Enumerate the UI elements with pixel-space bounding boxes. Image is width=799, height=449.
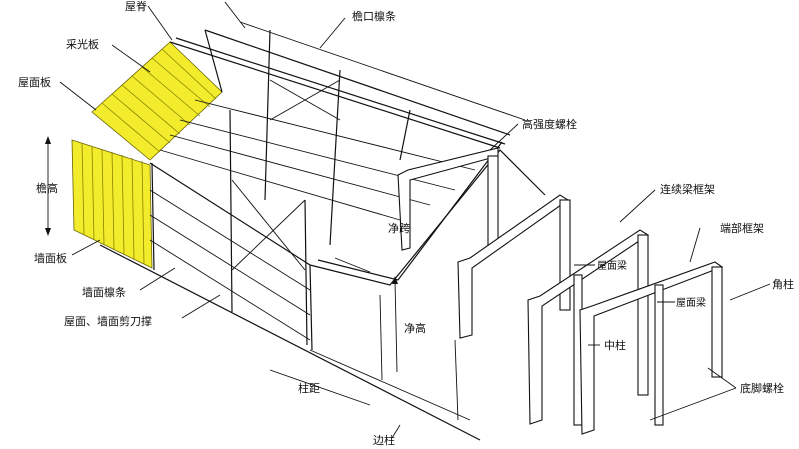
label-skylight: 采光板	[66, 37, 99, 51]
label-roof-beam-1: 屋面梁	[597, 259, 627, 272]
label-clear-span: 净跨	[388, 221, 410, 235]
yellow-panels	[71, 41, 223, 269]
panel-ribs	[81, 48, 217, 265]
label-anchor-bolt: 底脚螺栓	[740, 381, 784, 395]
label-corner-column: 角柱	[772, 277, 794, 291]
label-middle-column: 中柱	[604, 338, 626, 352]
label-eave-purlin: 檐口檩条	[352, 9, 396, 23]
label-continuous-frame: 连续梁框架	[660, 182, 715, 196]
dimension-lines	[45, 136, 398, 406]
label-end-frame: 端部框架	[720, 221, 764, 235]
portal-frames	[379, 147, 724, 435]
label-clear-height: 净高	[404, 321, 426, 335]
label-bay-spacing: 柱距	[298, 381, 320, 395]
label-side-column: 边柱	[373, 433, 395, 447]
label-ridge: 屋脊	[125, 0, 147, 13]
leader-lines	[59, 1, 771, 439]
label-wall-panel: 墙面板	[34, 251, 67, 265]
label-bracing: 屋面、墙面剪刀撑	[64, 314, 152, 328]
label-hs-bolt: 高强度螺栓	[522, 117, 577, 131]
label-eave-height: 檐高	[36, 181, 58, 195]
label-wall-purlin: 墙面檩条	[82, 285, 126, 299]
label-roof-panel: 屋面板	[18, 75, 51, 89]
labels: 屋脊 采光板 屋面板 檐高 墙面板 墙面檩条 屋面、墙面剪刀撑 柱距 边柱 檐口…	[18, 0, 794, 447]
label-roof-beam-2: 屋面梁	[676, 296, 706, 309]
